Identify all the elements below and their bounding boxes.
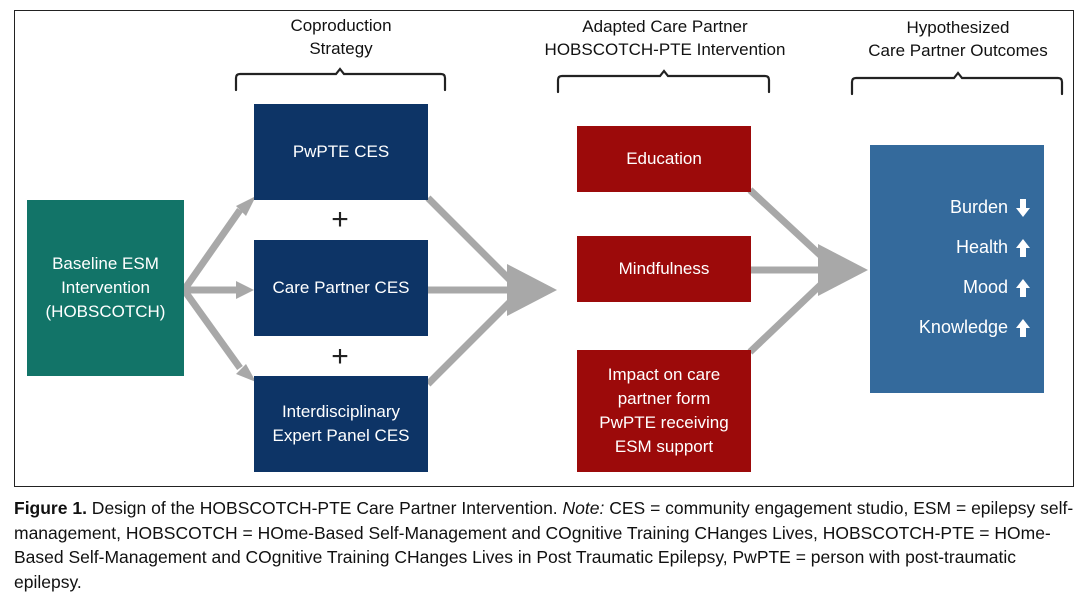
caption-note-label: Note: (562, 498, 605, 518)
outcomes-box: Burden Health Mood Knowledge (870, 145, 1044, 393)
education-box: Education (577, 126, 751, 192)
education-label: Education (626, 149, 702, 168)
header-coproduction-line2: Strategy (309, 39, 373, 58)
arrow-baseline-to-expert (181, 287, 243, 371)
bracket-coproduction (234, 67, 447, 92)
outcome-burden-label: Burden (949, 197, 1008, 217)
baseline-line3: (HOBSCOTCH) (45, 302, 166, 321)
plus-sign-2: + (331, 340, 349, 373)
arrow-up-icon (1016, 278, 1030, 297)
baseline-esm-box: Baseline ESM Intervention (HOBSCOTCH) (27, 200, 184, 376)
outcome-burden: Burden (950, 197, 1030, 218)
caption-title: Design of the HOBSCOTCH-PTE Care Partner… (86, 498, 563, 518)
header-coproduction-strategy: Coproduction Strategy (240, 14, 442, 60)
plus-sign-1: + (331, 203, 349, 236)
mindfulness-box: Mindfulness (577, 236, 751, 302)
header-hypothesized-outcomes: Hypothesized Care Partner Outcomes (840, 16, 1076, 62)
arrow-baseline-to-pwpte (181, 207, 243, 293)
impact-box: Impact on care partner form PwPTE receiv… (577, 350, 751, 472)
mindfulness-label: Mindfulness (618, 259, 710, 278)
arrowhead-pwpte (236, 196, 256, 216)
header-adapted-line2: HOBSCOTCH-PTE Intervention (544, 40, 786, 59)
caption-note-text: CES = community engagement studio, ESM =… (14, 498, 1074, 592)
line-pwpte-to-merge (425, 195, 523, 293)
arrowhead-merge-components (818, 244, 868, 296)
impact-line2: partner form (617, 389, 711, 408)
arrowhead-expert (236, 364, 256, 382)
header-coproduction-line1: Coproduction (290, 16, 392, 35)
arrow-up-icon (1016, 238, 1030, 257)
outcome-mood-label: Mood (962, 277, 1008, 297)
expert-panel-line1: Interdisciplinary (281, 402, 401, 421)
header-hypothesized-line2: Care Partner Outcomes (868, 41, 1048, 60)
outcome-knowledge-label: Knowledge (918, 317, 1008, 337)
baseline-line1: Baseline ESM (52, 254, 159, 273)
header-adapted-intervention: Adapted Care Partner HOBSCOTCH-PTE Inter… (520, 15, 810, 61)
arrowhead-merge-ces (507, 264, 557, 316)
pwpte-ces-label: PwPTE CES (292, 142, 390, 161)
bracket-hypothesized (850, 71, 1064, 96)
arrow-down-icon (1016, 198, 1030, 217)
expert-panel-ces-box: Interdisciplinary Expert Panel CES (254, 376, 428, 472)
figure-frame (14, 10, 1074, 487)
outcome-mood: Mood (963, 277, 1030, 298)
header-hypothesized-line1: Hypothesized (906, 18, 1010, 37)
impact-line3: PwPTE receiving (599, 413, 729, 432)
outcome-knowledge: Knowledge (919, 317, 1030, 338)
outcome-health-label: Health (955, 237, 1008, 257)
baseline-line2: Intervention (61, 278, 150, 297)
impact-line4: ESM support (614, 437, 714, 456)
pwpte-ces-box: PwPTE CES (254, 104, 428, 200)
figure-caption: Figure 1. Design of the HOBSCOTCH-PTE Ca… (14, 496, 1080, 594)
outcome-health: Health (956, 237, 1030, 258)
care-partner-ces-box: Care Partner CES (254, 240, 428, 336)
arrowhead-carepartner (236, 281, 254, 299)
care-partner-ces-label: Care Partner CES (272, 278, 410, 297)
line-expert-to-merge (425, 289, 523, 387)
bracket-adapted (556, 69, 771, 94)
header-adapted-line1: Adapted Care Partner (582, 17, 748, 36)
impact-line1: Impact on care (607, 365, 721, 384)
arrow-up-icon (1016, 318, 1030, 337)
expert-panel-line2: Expert Panel CES (272, 426, 410, 445)
caption-figure-number: Figure 1. (14, 498, 87, 518)
